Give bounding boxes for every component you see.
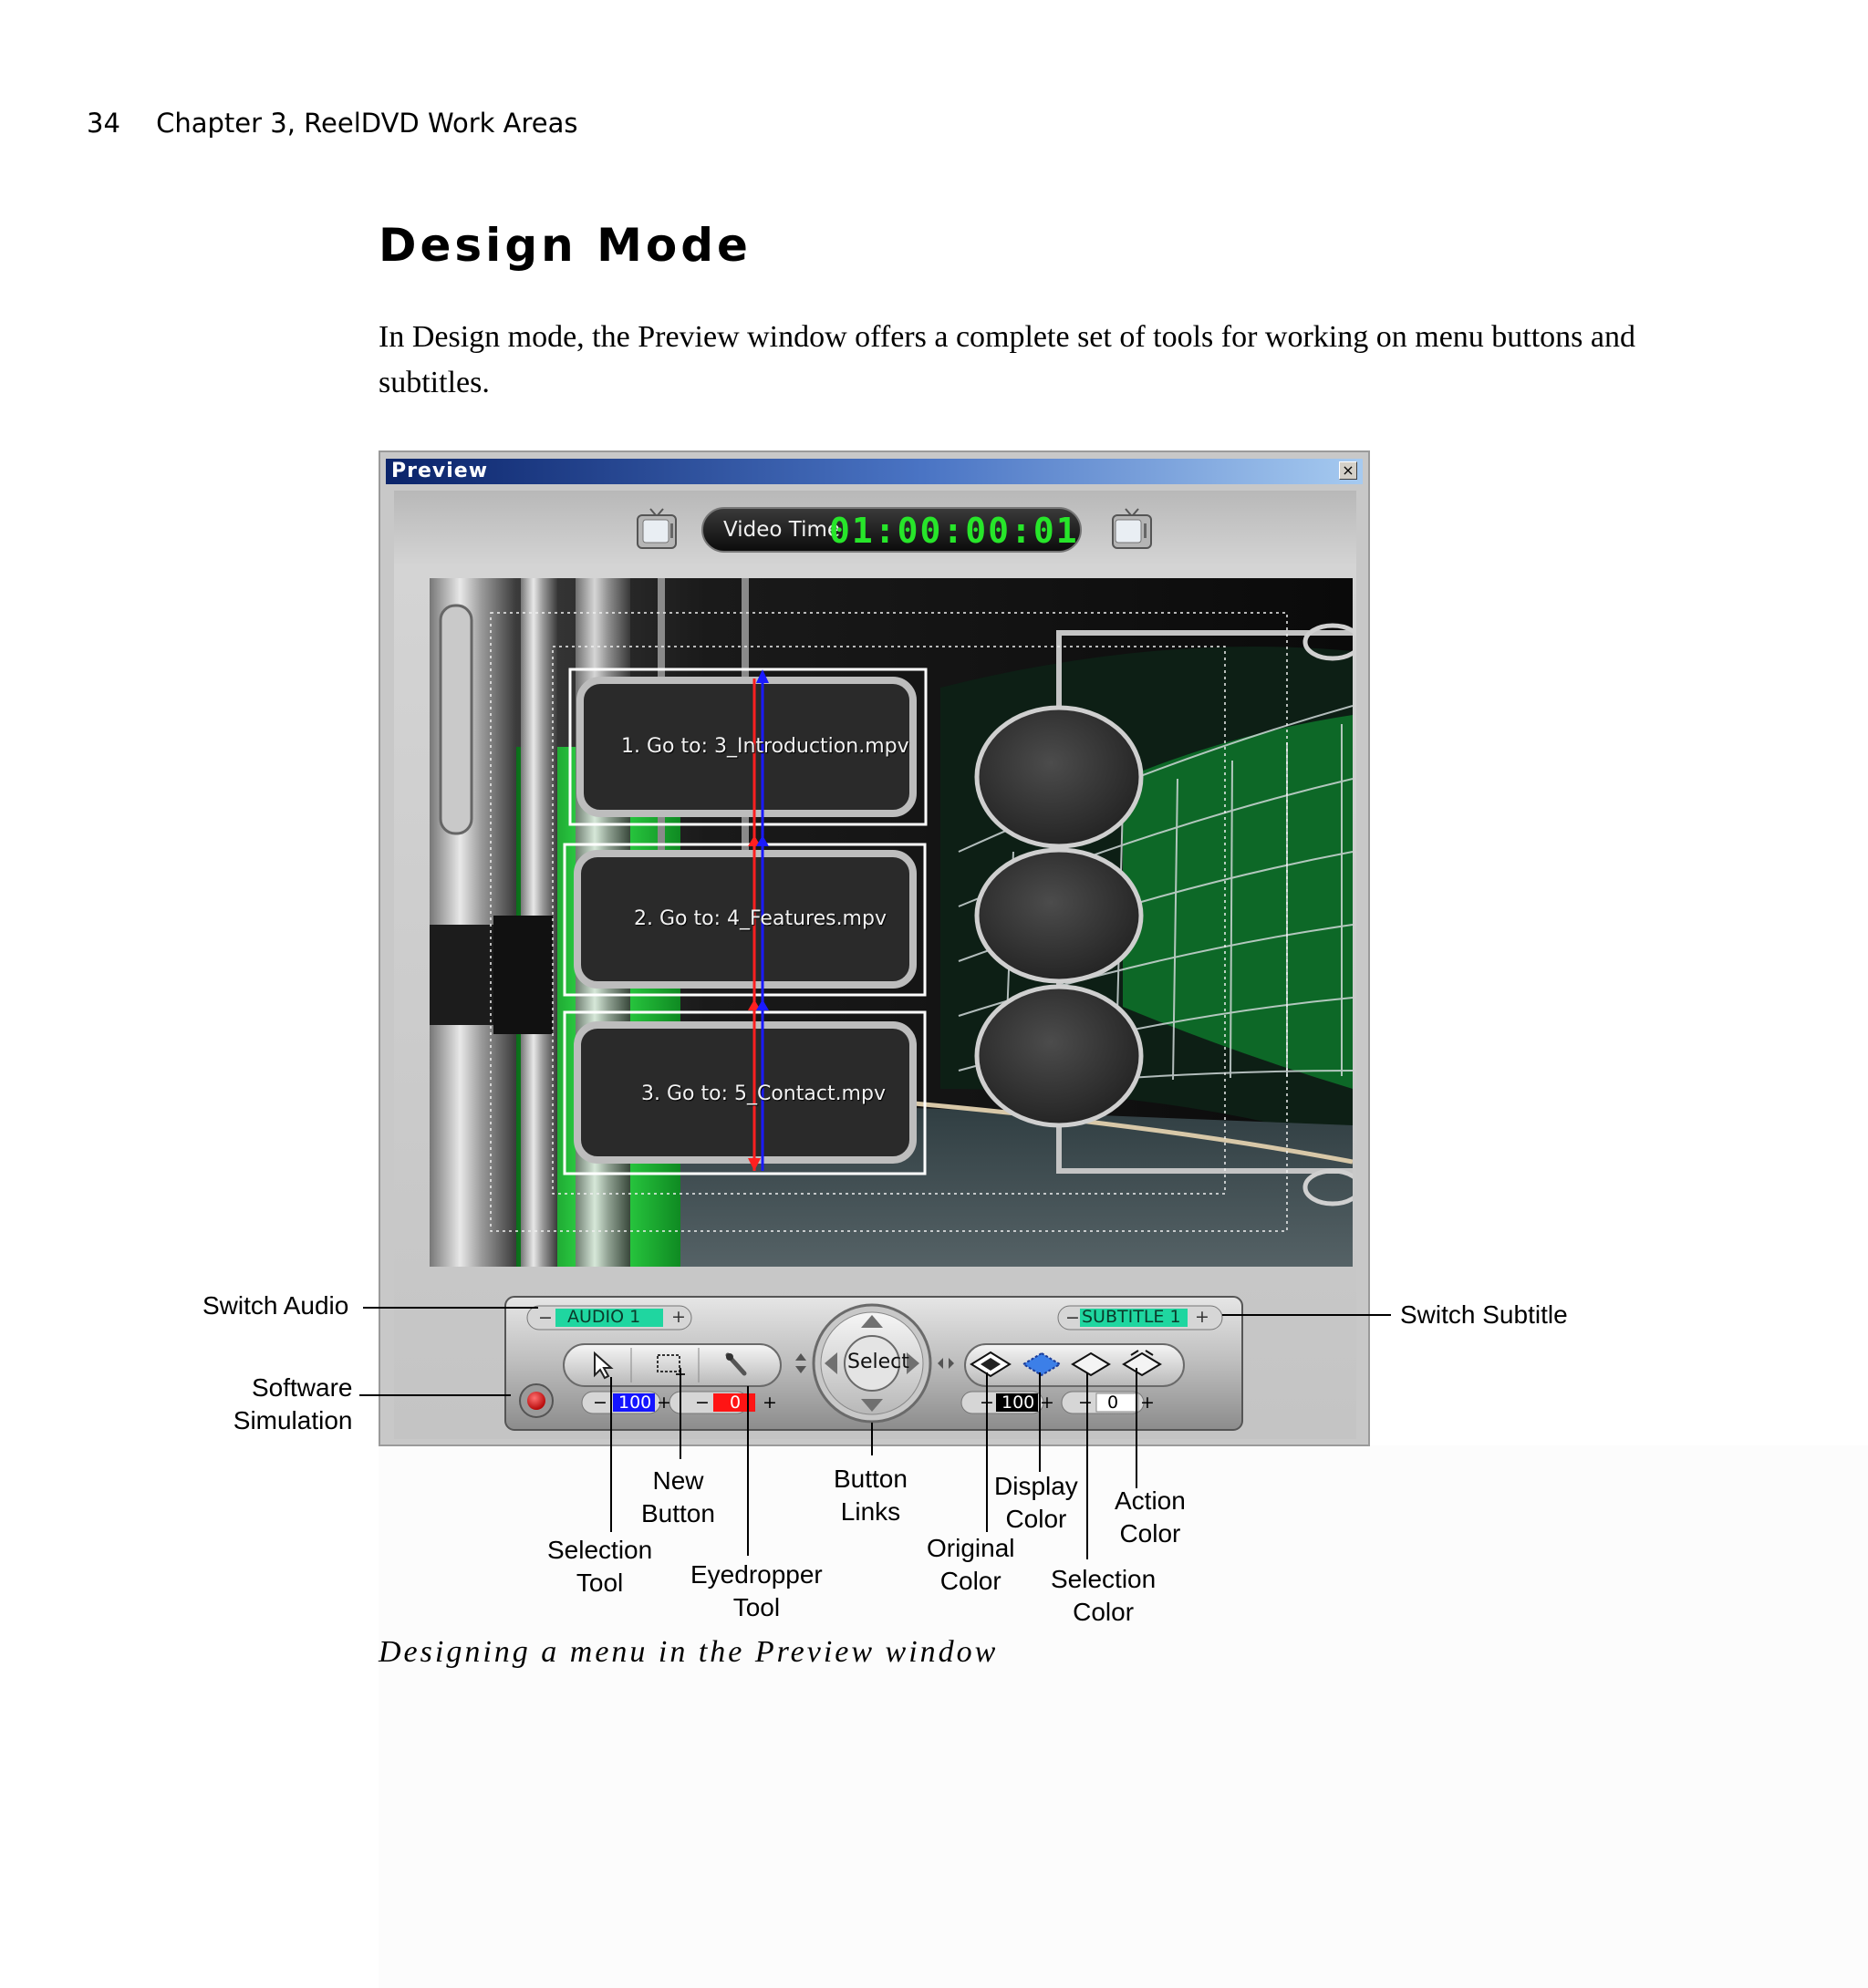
intro-paragraph: In Design mode, the Preview window offer… bbox=[379, 320, 1635, 399]
callout-display-color: Display Color bbox=[994, 1472, 1078, 1533]
callout-selection-tool: Selection Tool bbox=[547, 1536, 653, 1597]
button-link-arrows bbox=[748, 669, 769, 1171]
selection-tool-icon[interactable] bbox=[586, 1350, 617, 1381]
callout-eyedropper-tool: Eyedropper Tool bbox=[690, 1560, 823, 1621]
stepper-minus[interactable]: − bbox=[593, 1393, 607, 1413]
tv-right-icon[interactable] bbox=[1111, 507, 1153, 551]
contrast-value-black[interactable]: 100 bbox=[1001, 1393, 1035, 1413]
stepper-plus[interactable]: + bbox=[1140, 1393, 1155, 1413]
preview-window: Preview × Video Time 01:00:00:01 bbox=[379, 450, 1370, 1446]
contrast-value-white[interactable]: 0 bbox=[1107, 1393, 1119, 1413]
callout-software-simulation: Software Simulation bbox=[233, 1373, 353, 1434]
contrast-value-blue[interactable]: 100 bbox=[618, 1393, 652, 1413]
section-title: Design Mode bbox=[379, 219, 752, 272]
tv-left-icon[interactable] bbox=[636, 507, 678, 551]
stepper-plus[interactable]: + bbox=[657, 1393, 671, 1413]
subtitle-label: SUBTITLE 1 bbox=[1082, 1307, 1181, 1327]
figure-caption: Designing a menu in the Preview window bbox=[379, 1635, 999, 1669]
callout-action-color: Action Color bbox=[1115, 1486, 1186, 1548]
audio-prev-button[interactable]: − bbox=[538, 1308, 553, 1328]
eyedropper-tool-icon[interactable] bbox=[722, 1350, 753, 1381]
chapter-title: Chapter 3, ReelDVD Work Areas bbox=[156, 108, 578, 139]
contrast-value-red[interactable]: 0 bbox=[730, 1393, 742, 1413]
menu-button-label[interactable]: 1. Go to: 3_Introduction.mpv bbox=[621, 735, 909, 758]
menu-preview-screen[interactable]: 1. Go to: 3_Introduction.mpv 2. Go to: 4… bbox=[430, 578, 1353, 1267]
video-time-value: 01:00:00:01 bbox=[829, 511, 1079, 551]
page-number: 34 bbox=[87, 108, 120, 139]
video-time-label: Video Time bbox=[723, 518, 841, 542]
page-header: 34 Chapter 3, ReelDVD Work Areas bbox=[87, 108, 577, 139]
preview-body: Video Time 01:00:00:01 bbox=[394, 491, 1356, 1439]
stepper-plus[interactable]: + bbox=[763, 1393, 777, 1413]
stepper-minus[interactable]: − bbox=[1078, 1393, 1093, 1413]
callout-original-color: Original Color bbox=[927, 1534, 1015, 1595]
callout-selection-color: Selection Color bbox=[1051, 1565, 1157, 1626]
preview-titlebar[interactable]: Preview × bbox=[386, 459, 1363, 484]
design-controller: − AUDIO 1 + − SUBTITLE 1 + Select − 100 … bbox=[491, 1293, 1244, 1432]
menu-button-label[interactable]: 3. Go to: 5_Contact.mpv bbox=[641, 1082, 886, 1105]
subtitle-prev-button[interactable]: − bbox=[1065, 1308, 1080, 1328]
callout-button-links: Button Links bbox=[834, 1465, 908, 1526]
preview-title: Preview bbox=[391, 460, 489, 482]
display-color-icon[interactable] bbox=[1020, 1350, 1064, 1379]
menu-button-label[interactable]: 2. Go to: 4_Features.mpv bbox=[634, 907, 887, 930]
close-button[interactable]: × bbox=[1339, 461, 1357, 480]
video-time-display: Video Time 01:00:00:01 bbox=[701, 507, 1082, 553]
original-color-icon[interactable] bbox=[969, 1350, 1012, 1379]
action-color-icon[interactable] bbox=[1120, 1348, 1164, 1379]
page-shade bbox=[379, 1445, 1868, 1988]
stepper-minus[interactable]: − bbox=[695, 1393, 710, 1413]
subtitle-next-button[interactable]: + bbox=[1195, 1307, 1209, 1327]
menu-buttons-art bbox=[563, 668, 928, 1175]
stepper-plus[interactable]: + bbox=[1040, 1393, 1054, 1413]
audio-label: AUDIO 1 bbox=[567, 1307, 641, 1327]
select-button[interactable]: Select bbox=[847, 1351, 909, 1373]
callout-switch-subtitle: Switch Subtitle bbox=[1400, 1300, 1568, 1329]
menu-background-art bbox=[430, 578, 1353, 1267]
callout-switch-audio: Switch Audio bbox=[202, 1291, 349, 1320]
callout-new-button: New Button bbox=[641, 1466, 715, 1527]
selection-color-icon[interactable] bbox=[1069, 1350, 1113, 1379]
audio-next-button[interactable]: + bbox=[671, 1307, 686, 1327]
